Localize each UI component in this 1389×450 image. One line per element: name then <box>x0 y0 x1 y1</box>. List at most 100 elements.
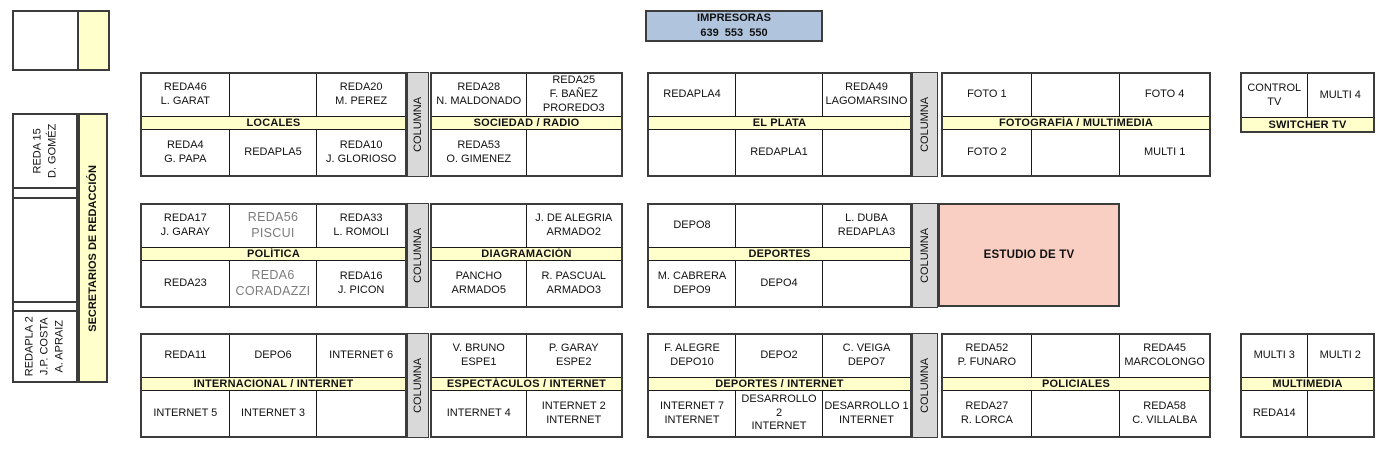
section-band: FOTOGRAFÍA / MULTIMEDIA <box>943 116 1209 130</box>
top-left-yellow-cell <box>77 12 108 69</box>
empty-desk-cell <box>1032 335 1121 377</box>
columna-pillar: COLUMNA <box>407 72 429 177</box>
desk-cell: INTERNET 6 <box>329 349 394 362</box>
desk-cell: REDA46 L. GARAT <box>142 74 230 116</box>
desk-row: DEPO8 L. DUBA REDAPLA3 <box>649 205 910 247</box>
section-band: ESPECTÁCULOS / INTERNET <box>432 377 621 391</box>
left-stack-empty-desk <box>14 197 76 301</box>
columna-label: COLUMNA <box>918 227 931 284</box>
columna-label: COLUMNA <box>918 96 931 153</box>
desk-cell: M. CABRERA DEPO9 <box>649 261 736 306</box>
desk-cell: REDA27 R. LORCA <box>943 391 1032 436</box>
section-band: INTERNACIONAL / INTERNET <box>142 377 405 391</box>
section-band: DIAGRAMACIÓN <box>432 247 621 261</box>
desk-cell: REDA14 <box>1242 391 1308 436</box>
desk-cell: REDAPLA1 <box>736 130 823 175</box>
empty-desk-cell <box>1308 391 1374 436</box>
empty-desk-cell <box>1032 130 1121 175</box>
desk-row: FOTO 2 MULTI 1 <box>943 130 1209 175</box>
desk-redapla2-label: REDAPLA 2 J.P. COSTA A. APRAIZ <box>23 316 66 377</box>
desk-cell: REDA49 LAGOMARSINO <box>825 81 908 107</box>
desk-cell: INTERNET 5 <box>142 391 230 436</box>
desk-cell: P. GARAY ESPE2 <box>548 342 599 368</box>
section-band: POLÍTICA <box>142 247 405 261</box>
desk-cell: REDA11 <box>142 335 230 377</box>
top-left-empty-cell <box>14 12 77 69</box>
columna-pillar: COLUMNA <box>407 203 429 308</box>
desk-cell: REDA52 P. FUNARO <box>943 335 1032 377</box>
columna-pillar: COLUMNA <box>912 333 938 438</box>
desk-cell: REDA56 PISCUI <box>230 205 318 247</box>
desk-row: INTERNET 4 INTERNET 2 INTERNET <box>432 391 621 436</box>
top-left-box <box>12 10 110 71</box>
desk-cell: REDAPLA5 <box>230 130 318 175</box>
desk-cell: MULTI 4 <box>1319 88 1361 101</box>
desk-cell: DEPO4 <box>736 261 823 306</box>
desk-cell: PANCHO ARMADO5 <box>432 261 527 306</box>
left-desk-stack: REDA 15 D. GOMÉZ REDAPLA 2 J.P. COSTA A.… <box>12 113 78 383</box>
section-band: SOCIEDAD / RADIO <box>432 116 621 130</box>
desk-cell: DEPO6 <box>230 335 318 377</box>
desk-row: REDA14 <box>1242 391 1373 436</box>
desk-cell: MULTI 3 <box>1242 335 1308 377</box>
desk-reda15-label: REDA 15 D. GOMÉZ <box>31 123 58 179</box>
desk-cell: C. VEIGA DEPO7 <box>842 342 891 368</box>
desk-cell: L. DUBA REDAPLA3 <box>837 212 896 238</box>
section-band: LOCALES <box>142 116 405 130</box>
columna-label: COLUMNA <box>411 357 424 414</box>
desk-cell: INTERNET 7 INTERNET <box>649 391 736 436</box>
empty-desk-cell <box>823 130 910 175</box>
printers-title: IMPRESORAS <box>697 12 771 25</box>
desk-cell: INTERNET 3 <box>230 391 318 436</box>
desk-cell: DESARROLLO 2 INTERNET <box>736 391 823 436</box>
left-stack-spacer <box>14 187 76 197</box>
secretarios-label: SECRETARIOS DE REDACCIÓN <box>86 164 99 332</box>
tv-studio-area: ESTUDIO DE TV <box>938 203 1120 307</box>
empty-desk-cell <box>317 391 405 436</box>
desk-cell: FOTO 2 <box>943 130 1032 175</box>
empty-desk-cell <box>736 205 823 247</box>
desk-cell: REDAPLA4 <box>649 74 736 116</box>
desk-cell: DEPO8 <box>649 205 736 247</box>
empty-desk-cell <box>1032 74 1121 116</box>
empty-desk-cell <box>736 74 823 116</box>
desk-row: REDAPLA1 <box>649 130 910 175</box>
desk-cell: J. DE ALEGRIA ARMADO2 <box>535 212 613 238</box>
desk-cell: REDA28 N. MALDONADO <box>432 74 527 116</box>
tv-studio-label: ESTUDIO DE TV <box>983 249 1075 261</box>
desk-cell: INTERNET 4 <box>432 391 527 436</box>
desk-cell: REDA4 G. PAPA <box>142 130 230 175</box>
section-band: DEPORTES / INTERNET <box>649 377 910 391</box>
desk-cell: INTERNET 2 INTERNET <box>541 399 606 426</box>
desk-cell: REDA23 <box>142 261 230 306</box>
desk-row: REDAPLA4 REDA49 LAGOMARSINO <box>649 74 910 116</box>
desk-cell: REDA16 J. PICON <box>337 269 385 296</box>
desk-cell: REDA33 L. ROMOLI <box>333 212 389 238</box>
desk-cell: REDA58 C. VILLALBA <box>1132 399 1198 426</box>
columna-pillar: COLUMNA <box>912 72 938 177</box>
desk-cell: MULTI 1 <box>1143 145 1186 158</box>
